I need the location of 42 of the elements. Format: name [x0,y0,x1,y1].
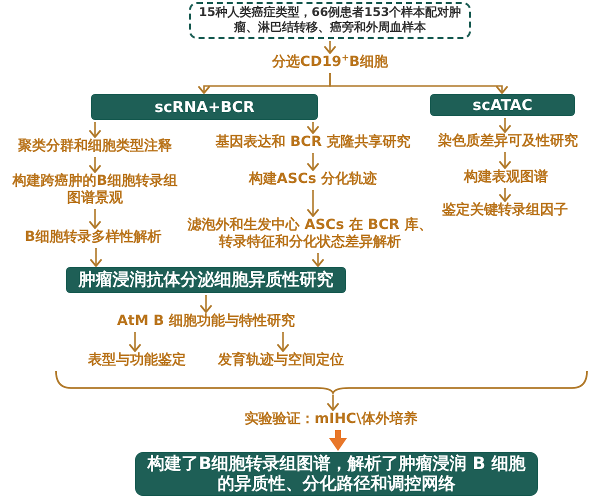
flow-arrow [89,157,101,173]
flow-arrow [307,153,319,171]
flow-arrow [324,41,336,54]
flow-arrow [499,118,511,133]
header-banner [430,94,575,116]
flow-arrow [90,248,102,267]
flow-arrow [200,295,212,313]
step-label: 鉴定关键转录组因子 [442,202,568,219]
step-label: 分选CD19$^{+}$B细胞 [272,54,388,71]
flow-arrow [277,332,289,352]
dashed-frame [189,2,471,39]
step-label: 表型与功能鉴定 [88,352,186,369]
flow-arrow [327,395,339,411]
step-label: 发育轨迹与空间定位 [218,352,344,369]
flow-arrow [499,188,511,202]
step-label: 实验验证：mIHC\体外培养 [244,411,418,428]
step-label: 构建跨癌肿的B细胞转录组图谱景观 [9,173,181,207]
step-label: 聚类分群和细胞类型注释 [18,138,172,155]
step-label: AtM B 细胞功能与特性研究 [117,313,295,330]
curly-brace [55,371,588,393]
flow-arrow [499,152,511,169]
block-arrow [329,430,347,451]
step-label: 基因表达和 BCR 克隆共享研究 [215,134,411,151]
banner-heading: scRNA+BCR [154,98,255,116]
flow-arrow [89,209,101,229]
step-label: 染色质差异可及性研究 [438,133,578,150]
header-banner [66,267,346,293]
flow-arrow [89,122,101,138]
conclusion-text: 构建了B细胞转录组图谱，解析了肿瘤浸润 B 细胞的异质性、分化路径和调控网络 [146,454,526,494]
flow-arrow [307,190,319,217]
flow-arrow [307,122,319,134]
header-banner [91,94,318,120]
banner-heading: scATAC [472,96,532,114]
step-label: 构建ASCs 分化轨迹 [248,171,378,188]
step-label: B细胞转录多样性解析 [24,229,162,246]
step-label: 构建表观图谱 [464,169,548,186]
flow-arrow [129,332,141,352]
flow-arrow [312,253,324,267]
banner-heading: 肿瘤浸润抗体分泌细胞异质性研究 [78,270,334,290]
sample-description: 15种人类癌症类型，66例患者153个样本配对肿瘤、淋巴结转移、癌旁和外周血样本 [198,5,462,35]
flow-arrow [329,73,508,94]
step-label: 滤泡外和生发中心 ASCs 在 BCR 库、转录特征和分化状态差异解析 [184,217,436,251]
